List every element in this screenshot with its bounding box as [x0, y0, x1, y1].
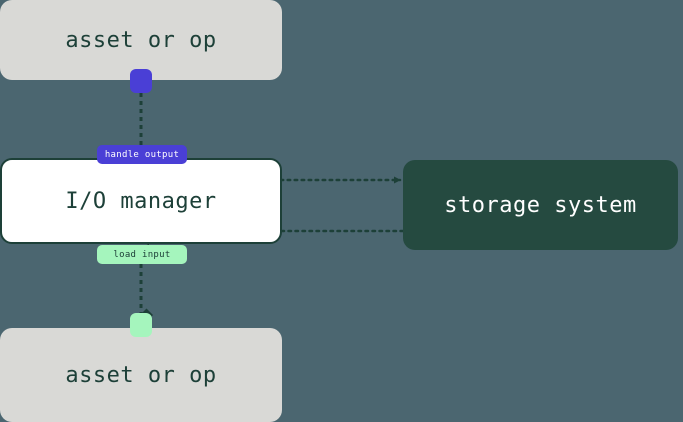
node-asset-or-op-bottom-label: asset or op: [65, 362, 217, 388]
edge-label-handle-output[interactable]: handle output: [97, 145, 187, 164]
output-port-handle[interactable]: [130, 69, 152, 93]
edge-label-handle-output-text: handle output: [104, 149, 180, 160]
node-asset-or-op-top[interactable]: asset or op: [0, 0, 282, 80]
input-port-handle[interactable]: [130, 313, 152, 337]
node-storage-system[interactable]: storage system: [403, 160, 678, 250]
node-asset-or-op-bottom[interactable]: asset or op: [0, 328, 282, 422]
node-io-manager-label: I/O manager: [65, 188, 217, 214]
edge-label-load-input-text: load input: [113, 249, 171, 260]
edge-label-load-input[interactable]: load input: [97, 245, 187, 264]
node-io-manager[interactable]: I/O manager: [0, 158, 282, 244]
node-asset-or-op-top-label: asset or op: [65, 27, 217, 53]
node-storage-system-label: storage system: [444, 192, 637, 218]
